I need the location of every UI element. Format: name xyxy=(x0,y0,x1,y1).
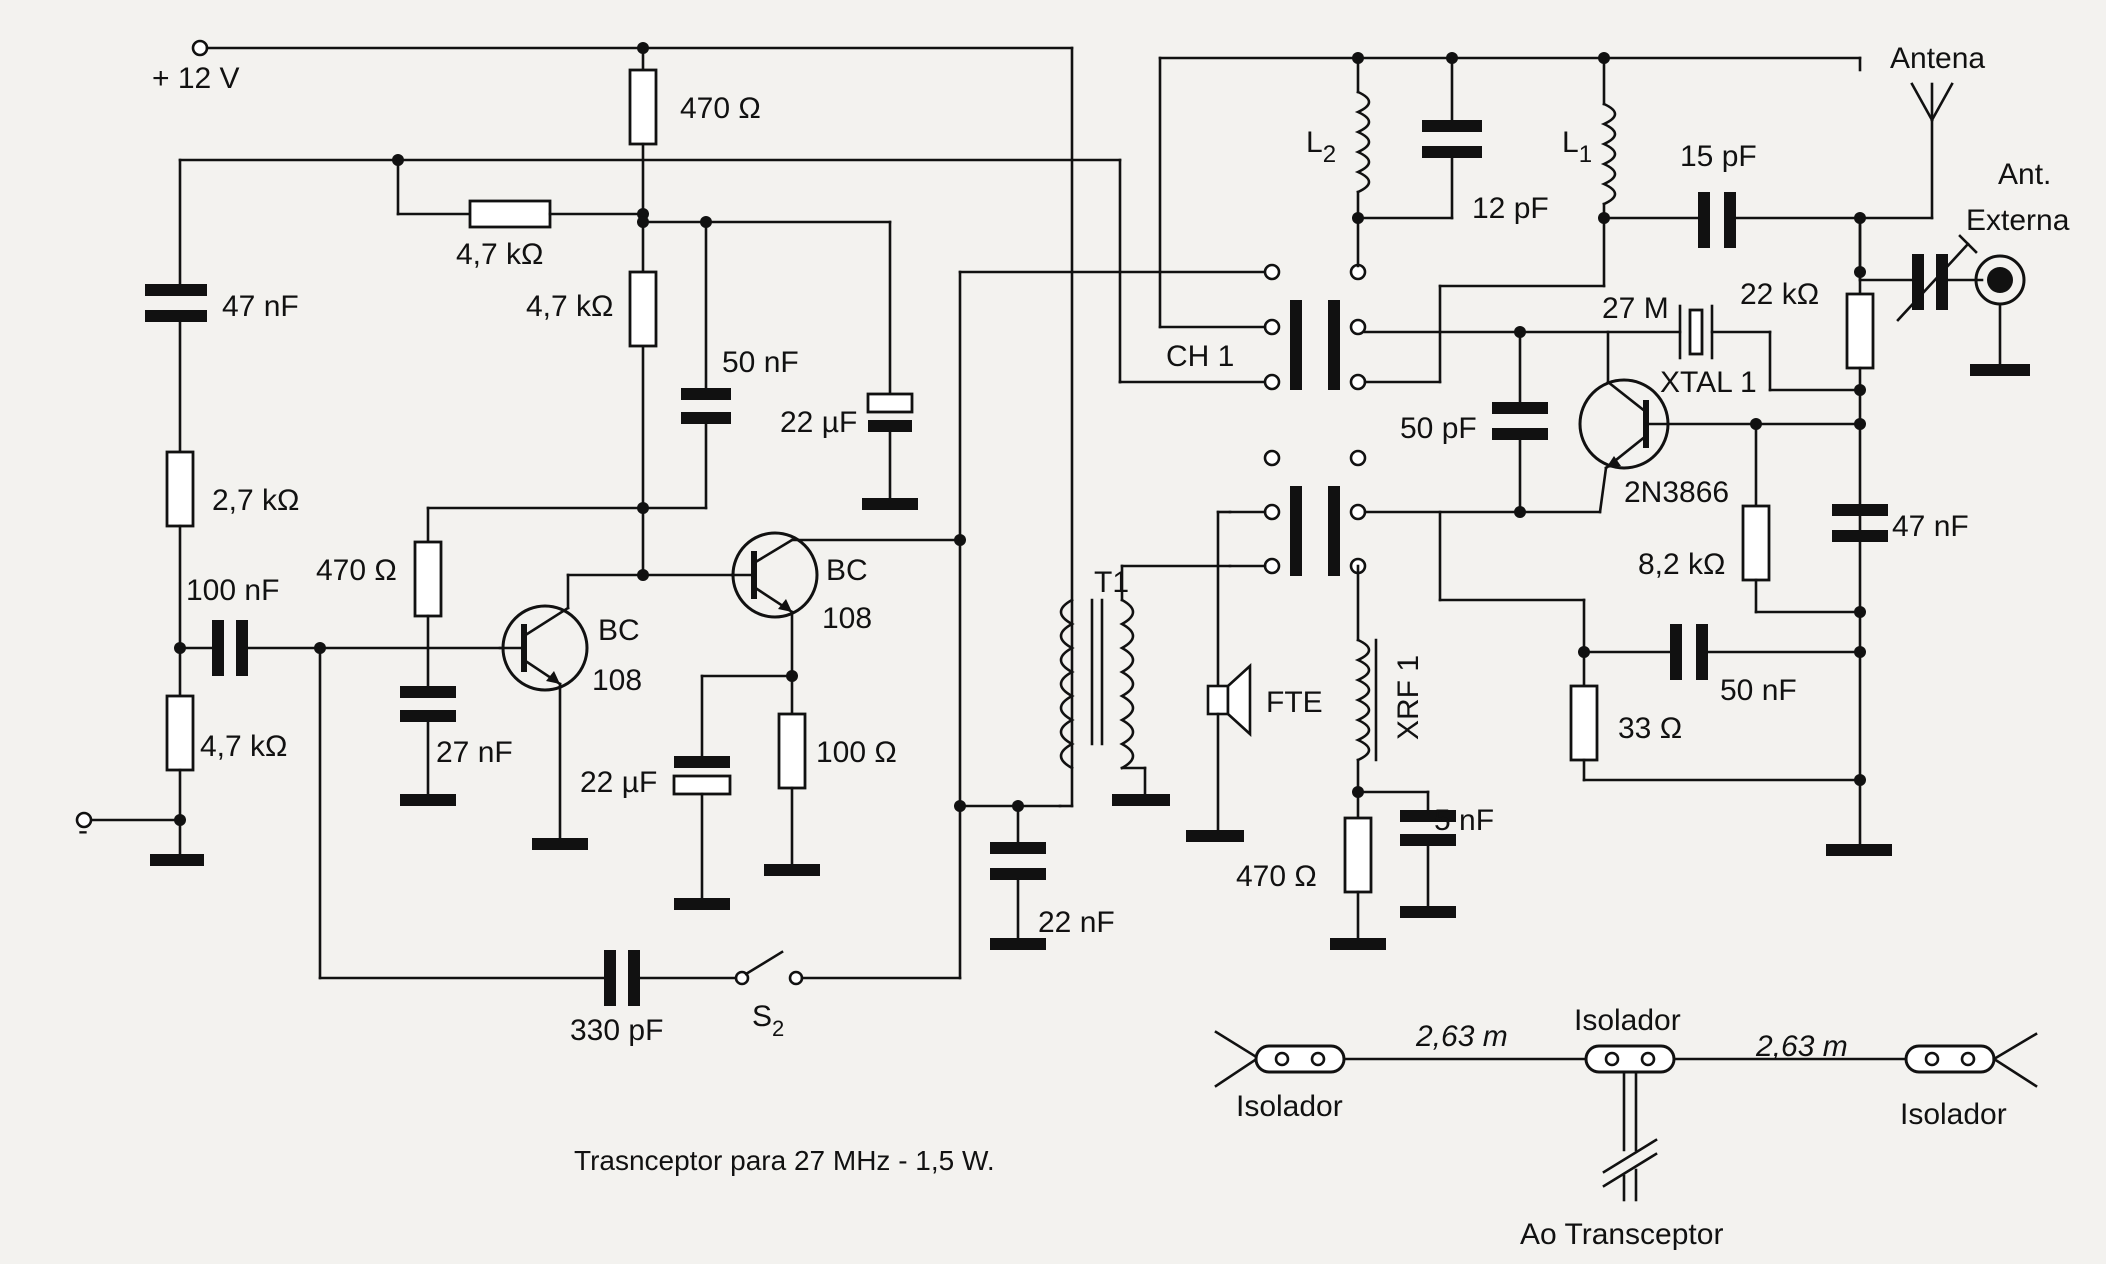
xrf1-label: XRF 1 xyxy=(1392,655,1425,740)
ext-antenna-label-1: Ant. xyxy=(1998,158,2051,191)
transistor-q1 xyxy=(498,573,645,850)
ext-antenna-label-2: Externa xyxy=(1966,204,2070,237)
q2-type-label: BC xyxy=(826,554,868,587)
c47n-right-label: 47 nF xyxy=(1892,510,1969,543)
l2-main: L xyxy=(1306,126,1323,159)
q2-num-label: 108 xyxy=(822,602,872,635)
q2-collector-line xyxy=(954,270,1267,980)
l1-sub: 1 xyxy=(1579,141,1592,168)
c5n-label: 5 nF xyxy=(1434,804,1494,837)
crystal-name-label: XTAL 1 xyxy=(1660,366,1757,399)
speaker-fte xyxy=(1186,663,1252,842)
q1-type-label: BC xyxy=(598,614,640,647)
insulator-right-label: Isolador xyxy=(1900,1098,2007,1131)
choke-xrf1 xyxy=(1330,564,1456,950)
s2-main: S xyxy=(752,1000,772,1033)
r8k2-label: 8,2 kΩ xyxy=(1638,548,1725,581)
s2-label: S2 xyxy=(752,1000,784,1041)
c22n-label: 22 nF xyxy=(1038,906,1115,939)
q2-emitter-network xyxy=(672,670,820,910)
capacitor-22u-top xyxy=(862,392,918,510)
r470-xrf-label: 470 Ω xyxy=(1236,860,1317,893)
c100n-label: 100 nF xyxy=(186,574,279,607)
r4k7-v-label: 4,7 kΩ xyxy=(526,290,613,323)
resistor-8k2 xyxy=(1741,418,1862,614)
r100-label: 100 Ω xyxy=(816,736,897,769)
r2k7-label: 2,7 kΩ xyxy=(212,484,299,517)
antenna-dipole-detail xyxy=(1214,1030,2038,1202)
supply-rail xyxy=(191,39,1074,808)
r33-label: 33 Ω xyxy=(1618,712,1682,745)
insulator-center-label: Isolador xyxy=(1574,1004,1681,1037)
capacitor-50p xyxy=(1363,330,1602,518)
tank-circuit xyxy=(1158,52,1866,384)
antenna-label: Antena xyxy=(1890,42,1985,75)
supply-positive-label: + 12 V xyxy=(152,62,240,95)
ext-antenna-jack xyxy=(1858,216,2030,376)
crystal-freq-label: 27 M xyxy=(1602,292,1669,325)
insulator-left-label: Isolador xyxy=(1236,1090,1343,1123)
emitter-network-q3 xyxy=(1438,510,1862,782)
resistor-4k7-vertical xyxy=(628,216,658,348)
switch-s2-branch xyxy=(318,646,962,1006)
c50n-right-label: 50 nF xyxy=(1720,674,1797,707)
q1-num-label: 108 xyxy=(592,664,642,697)
to-transceiver-label: Ao Transceptor xyxy=(1520,1218,1723,1251)
r4k7-h-label: 4,7 kΩ xyxy=(456,238,543,271)
resistor-22k xyxy=(1826,216,1892,856)
c50n-top-label: 50 nF xyxy=(722,346,799,379)
diagram-caption: Trasnceptor para 27 MHz - 1,5 W. xyxy=(574,1145,995,1176)
l1-main: L xyxy=(1562,126,1579,159)
feedback-line xyxy=(178,154,1267,396)
l2-label: L2 xyxy=(1306,126,1336,168)
capacitor-100n xyxy=(178,620,502,676)
t1-label: T1 xyxy=(1094,566,1129,599)
c27n-label: 27 nF xyxy=(436,736,513,769)
length-left-label: 2,63 m xyxy=(1415,1020,1508,1053)
capacitor-50n-top xyxy=(641,216,731,510)
transistor-q2 xyxy=(637,531,966,678)
c47n-left-label: 47 nF xyxy=(222,290,299,323)
l2-sub: 2 xyxy=(1323,141,1336,168)
antenna-icon xyxy=(1858,56,1954,220)
c22u-top-label: 22 µF xyxy=(780,406,857,439)
r470-base-label: 470 Ω xyxy=(316,554,397,587)
supply-negative-label: - xyxy=(78,814,88,847)
q3-label: 2N3866 xyxy=(1624,476,1729,509)
c330p-label: 330 pF xyxy=(570,1014,663,1047)
switch-ch1 xyxy=(1118,56,1367,714)
c50p-label: 50 pF xyxy=(1400,412,1477,445)
c22u-low-label: 22 µF xyxy=(580,766,657,799)
ch1-label: CH 1 xyxy=(1166,340,1234,373)
l1-label: L1 xyxy=(1562,126,1592,168)
left-divider xyxy=(75,158,207,866)
r4k7-low-label: 4,7 kΩ xyxy=(200,730,287,763)
length-right-label: 2,63 m xyxy=(1755,1030,1848,1063)
c12p-label: 12 pF xyxy=(1472,192,1549,225)
r22k-label: 22 kΩ xyxy=(1740,278,1819,311)
s2-sub: 2 xyxy=(772,1016,784,1041)
capacitor-47n-right xyxy=(1832,504,1888,542)
fte-label: FTE xyxy=(1266,686,1323,719)
resistor-470-base xyxy=(400,502,649,806)
r470-top-label: 470 Ω xyxy=(680,92,761,125)
c15p-label: 15 pF xyxy=(1680,140,1757,173)
transformer-t1 xyxy=(1059,564,1232,806)
